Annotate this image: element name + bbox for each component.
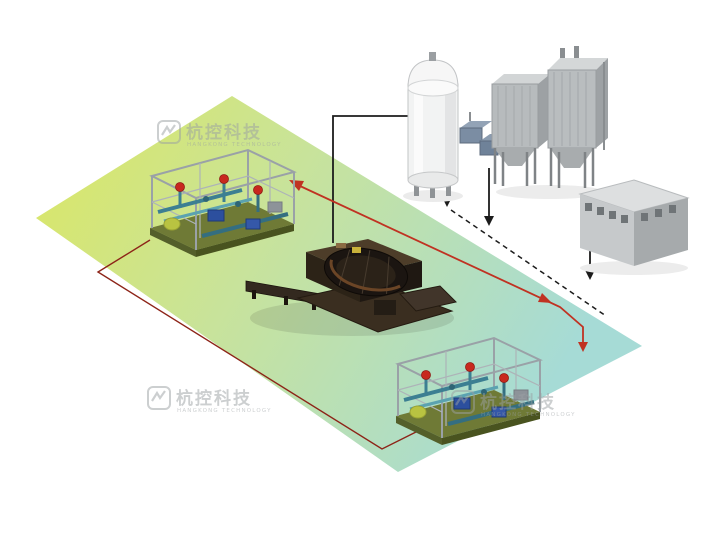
red-return-line xyxy=(96,239,421,450)
compressor-units xyxy=(459,112,508,156)
red-flow-lines xyxy=(96,185,584,450)
down-arrow-icon xyxy=(578,342,588,352)
watermark-logo-icon xyxy=(157,120,181,144)
storage-tank xyxy=(403,52,463,202)
dashed-flow-line xyxy=(450,209,607,317)
watermark-logo-icon xyxy=(451,390,475,414)
red-supply-line xyxy=(299,185,584,343)
silo-tanks xyxy=(491,46,608,199)
watermark: 杭控科技 HANGKONG TECHNOLOGY xyxy=(157,120,282,148)
watermark-text: 杭控科技 xyxy=(480,392,556,413)
building-windows xyxy=(585,203,676,223)
watermark-text: 杭控科技 xyxy=(176,388,252,409)
watermark-logo-icon xyxy=(147,386,171,410)
watermark-subtext: HANGKONG TECHNOLOGY xyxy=(177,408,272,414)
watermark-subtext: HANGKONG TECHNOLOGY xyxy=(481,412,576,418)
left-arrow-icon xyxy=(289,180,304,191)
down-arrow-icon xyxy=(484,216,494,226)
watermark: 杭控科技 HANGKONG TECHNOLOGY xyxy=(147,386,272,414)
red-flow-arrows xyxy=(289,180,588,352)
diagonal-arrow-icon xyxy=(538,293,552,303)
watermark-subtext: HANGKONG TECHNOLOGY xyxy=(187,142,282,148)
central-machine xyxy=(245,239,457,336)
watermark-text: 杭控科技 xyxy=(186,122,262,143)
watermark: 杭控科技 HANGKONG TECHNOLOGY xyxy=(451,390,576,418)
flow-lines xyxy=(96,115,607,450)
down-arrow-icon xyxy=(585,270,595,280)
factory-building xyxy=(578,179,690,275)
